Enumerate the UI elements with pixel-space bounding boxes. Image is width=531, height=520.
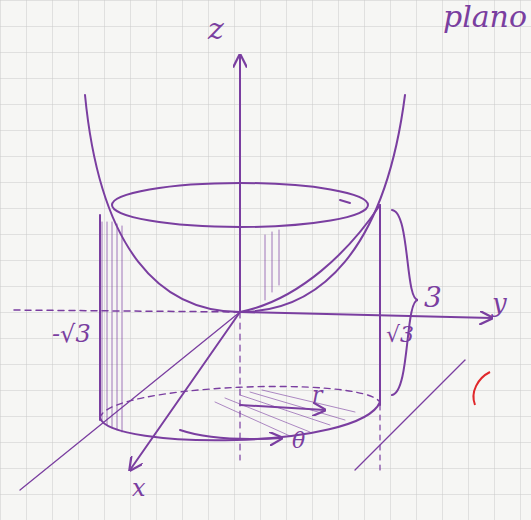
- sketch-label: -√3: [52, 322, 91, 346]
- sketch-label: θ: [292, 430, 305, 452]
- sketch-label: x: [132, 476, 146, 500]
- sketch-label: √3: [386, 324, 414, 346]
- sketch-label: plano: [443, 2, 527, 32]
- sketch-label: z: [208, 14, 224, 44]
- sketch-label: 3: [424, 284, 442, 312]
- sketch-label: y: [492, 290, 507, 316]
- sketch-label: r: [312, 384, 323, 406]
